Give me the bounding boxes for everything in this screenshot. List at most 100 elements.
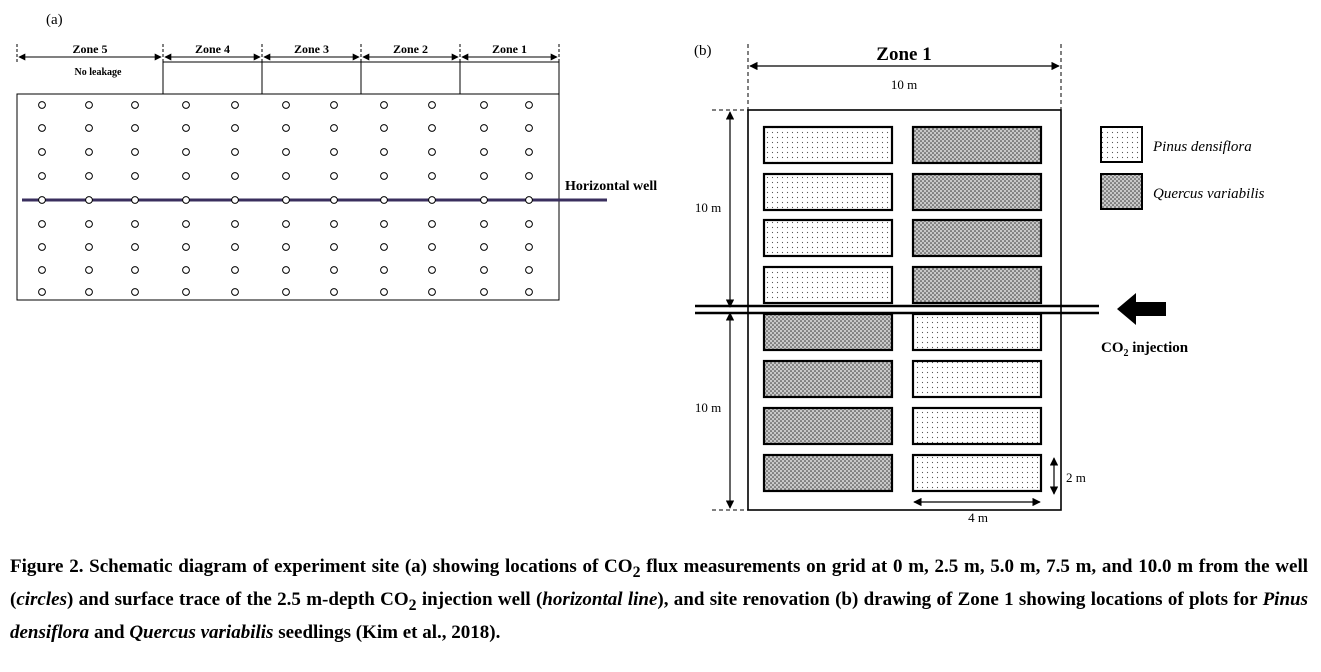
measurement-point [182, 172, 190, 180]
quercus-plot [911, 172, 1043, 212]
measurement-point [231, 148, 239, 156]
quercus-plot [911, 125, 1043, 165]
measurement-point [428, 101, 436, 109]
zone-label: Zone 5 [72, 42, 107, 56]
seedling-plots [762, 125, 1043, 493]
measurement-point [182, 288, 190, 296]
measurement-point [380, 288, 388, 296]
caption-text: flux measurements on grid at 0 m, 2.5 m,… [10, 556, 1308, 610]
measurement-point [525, 266, 533, 274]
measurement-point [282, 148, 290, 156]
pinus-plot [911, 312, 1043, 352]
measurement-point [525, 148, 533, 156]
quercus-plot [762, 453, 894, 493]
measurement-point [330, 266, 338, 274]
measurement-point [380, 220, 388, 228]
measurement-point [85, 101, 93, 109]
quercus-plot [911, 265, 1043, 305]
measurement-point [231, 266, 239, 274]
measurement-point [480, 243, 488, 251]
pinus-plot [911, 359, 1043, 399]
quercus-plot [911, 218, 1043, 258]
measurement-point [330, 243, 338, 251]
measurement-point [428, 148, 436, 156]
measurement-point [85, 220, 93, 228]
measurement-point [380, 172, 388, 180]
zone-label: Zone 1 [492, 42, 527, 56]
measurement-point [330, 220, 338, 228]
panel-b-label: (b) [694, 43, 712, 59]
legend-label-quercus: Quercus variabilis [1153, 186, 1265, 202]
caption-text: Figure 2. Schematic diagram of experimen… [10, 556, 633, 577]
measurement-point [380, 196, 388, 204]
injection-arrow-icon [1117, 293, 1166, 325]
measurement-point [38, 148, 46, 156]
measurement-point [131, 148, 139, 156]
measurement-points [38, 101, 533, 296]
caption-italic: Quercus variabilis [129, 621, 274, 643]
legend: Pinus densiflora Quercus variabilis [1100, 126, 1265, 210]
measurement-point [330, 172, 338, 180]
measurement-point [38, 288, 46, 296]
measurement-point [131, 101, 139, 109]
measurement-point [525, 243, 533, 251]
measurement-point [38, 266, 46, 274]
zone-label: Zone 2 [393, 42, 428, 56]
caption-italic: circles [16, 588, 67, 610]
measurement-point [85, 124, 93, 132]
measurement-point [380, 243, 388, 251]
measurement-point [428, 124, 436, 132]
measurement-point [38, 124, 46, 132]
panel-a-label: (a) [46, 12, 63, 28]
measurement-point [231, 220, 239, 228]
measurement-point [85, 196, 93, 204]
measurement-point [131, 196, 139, 204]
measurement-point [131, 266, 139, 274]
measurement-grid [16, 93, 560, 301]
measurement-point [525, 196, 533, 204]
measurement-point [231, 124, 239, 132]
measurement-point [231, 101, 239, 109]
panel-b: (b) Zone 1 10 m 10 m 10 m CO2 injection … [694, 43, 1265, 525]
caption-text: injection well ( [416, 588, 543, 610]
caption-text: and [89, 621, 130, 643]
pinus-plot [911, 406, 1043, 446]
measurement-point [282, 288, 290, 296]
measurement-point [480, 220, 488, 228]
measurement-point [480, 266, 488, 274]
measurement-point [131, 124, 139, 132]
measurement-point [131, 288, 139, 296]
measurement-point [480, 124, 488, 132]
measurement-point [85, 172, 93, 180]
measurement-point [282, 220, 290, 228]
measurement-point [182, 124, 190, 132]
measurement-point [38, 172, 46, 180]
horizontal-well-label: Horizontal well [565, 179, 657, 194]
measurement-point [182, 243, 190, 251]
legend-swatch-pinus [1100, 126, 1143, 163]
measurement-point [480, 172, 488, 180]
measurement-point [525, 288, 533, 296]
measurement-point [480, 101, 488, 109]
measurement-point [182, 101, 190, 109]
pinus-plot [762, 265, 894, 305]
measurement-point [428, 172, 436, 180]
measurement-point [85, 288, 93, 296]
measurement-point [282, 172, 290, 180]
measurement-point [38, 243, 46, 251]
quercus-plot [762, 359, 894, 399]
measurement-point [380, 148, 388, 156]
measurement-point [428, 196, 436, 204]
zone1-title: Zone 1 [876, 44, 931, 65]
width-label: 10 m [891, 77, 917, 92]
caption-subscript: 2 [408, 596, 417, 614]
measurement-point [428, 220, 436, 228]
zone-label: Zone 3 [294, 42, 329, 56]
measurement-point [525, 220, 533, 228]
measurement-point [231, 288, 239, 296]
plot-height-label: 2 m [1066, 470, 1086, 485]
measurement-point [38, 101, 46, 109]
pinus-plot [911, 453, 1043, 493]
